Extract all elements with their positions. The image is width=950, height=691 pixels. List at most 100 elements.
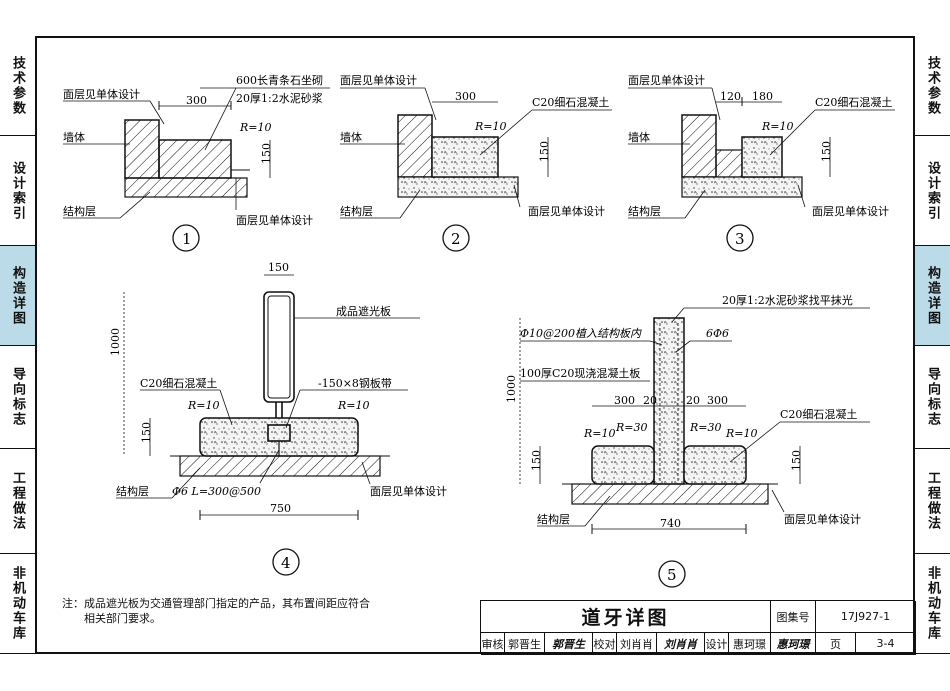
d4-label-r10-right: R=10 — [337, 399, 370, 412]
section-tab-5[interactable]: 工程做法 — [915, 449, 950, 554]
designer-signature: 惠珂璟 — [771, 633, 816, 655]
d3-dim-120: 120 — [720, 90, 741, 103]
page-label: 页 — [816, 633, 856, 655]
section-tab-1[interactable]: 技术参数 — [915, 36, 950, 136]
section-tab-5[interactable]: 工程做法 — [0, 449, 35, 554]
drawing-frame — [35, 36, 915, 654]
section-tab-label: 非机动车库 — [925, 566, 940, 641]
section-tab-1[interactable]: 技术参数 — [0, 36, 35, 136]
d5-dim-740: 740 — [660, 517, 681, 530]
d2-label-wall: 墙体 — [340, 130, 362, 144]
d1-label-r10: R=10 — [239, 121, 272, 134]
d4-dim-1000: 1000 — [109, 328, 122, 356]
design-label: 设计 — [705, 633, 729, 655]
section-tab-2[interactable]: 设计索引 — [915, 136, 950, 246]
d2-label-surface-bot: 面层见单体设计 — [528, 204, 605, 218]
d3-label-wall: 墙体 — [628, 130, 650, 144]
section-tab-label: 工程做法 — [925, 471, 940, 531]
d4-label-board: 成品遮光板 — [336, 304, 391, 318]
d5-label-slab: 100厚C20现浇混凝土板 — [520, 366, 640, 380]
d3-label-surface-bot: 面层见单体设计 — [812, 204, 889, 218]
d2-number: 2 — [451, 230, 461, 248]
section-tab-label: 设计索引 — [10, 160, 25, 221]
d3-label-struct: 结构层 — [628, 204, 661, 218]
d2-label-struct: 结构层 — [340, 204, 373, 218]
d1-label-struct: 结构层 — [63, 204, 96, 218]
d1-label-wall: 墙体 — [63, 130, 85, 144]
d5-dim-150-right: 150 — [790, 450, 803, 471]
d5-label-r10-left: R=10 — [583, 427, 616, 440]
d1-number: 1 — [182, 230, 192, 248]
d2-dim-300: 300 — [455, 90, 476, 103]
d5-dim-1000: 1000 — [505, 375, 518, 403]
section-tab-6[interactable]: 非机动车库 — [0, 554, 35, 654]
d1-label-surface-top: 面层见单体设计 — [63, 87, 140, 101]
d1-dim-300: 300 — [186, 94, 207, 107]
d5-label-surface: 面层见单体设计 — [784, 512, 861, 526]
reviewer-name: 郭晋生 — [505, 633, 545, 655]
title-block: 道牙详图 图集号 17J927-1 审核 郭晋生 郭晋生 校对 刘肖肖 刘肖肖 … — [480, 600, 916, 655]
d4-label-anchor: Φ6 L=300@500 — [172, 485, 261, 498]
d5-label-mortar: 20厚1:2水泥砂浆找平抹光 — [722, 293, 853, 307]
detail-3: 120 180 150 面层见单体设计 C20细石混凝土 墙体 R=10 结构层… — [628, 73, 895, 252]
d3-label-surface-top: 面层见单体设计 — [628, 73, 705, 87]
atlas-label: 图集号 — [771, 601, 816, 633]
d4-number: 4 — [281, 554, 291, 572]
drawing-note: 注：成品遮光板为交通管理部门指定的产品，其布置间距应符合 相关部门要求。 — [62, 596, 370, 626]
section-tab-label: 导向标志 — [925, 367, 940, 427]
designer-name: 惠珂璟 — [729, 633, 771, 655]
d4-label-surface: 面层见单体设计 — [370, 484, 447, 498]
section-tab-label: 工程做法 — [10, 471, 25, 531]
page-number: 3-4 — [856, 633, 916, 655]
d5-label-concrete: C20细石混凝土 — [780, 407, 857, 421]
section-tab-label: 技术参数 — [10, 55, 25, 116]
d5-label-bar: Φ10@200植入结构板内 — [520, 327, 642, 340]
d4-dim-750: 750 — [270, 502, 291, 515]
section-tab-3[interactable]: 构造详图 — [0, 246, 35, 346]
section-tab-label: 构造详图 — [925, 265, 940, 326]
check-label: 校对 — [593, 633, 617, 655]
d5-label-r30-right: R=30 — [689, 421, 722, 434]
detail-4: 150 1000 150 成品遮光板 C20细石混凝土 -150×8钢板带 R=… — [109, 261, 447, 576]
detail-2: 300 150 面层见单体设计 C20细石混凝土 墙体 R=10 结构层 面层见… — [340, 73, 612, 252]
d5-number: 5 — [667, 566, 677, 584]
detail-5: 300 20 20 300 1000 150 150 20厚1:2水泥砂浆找平抹… — [505, 293, 870, 588]
d4-dim-150-top: 150 — [268, 261, 289, 274]
d1-label-surface-bot: 面层见单体设计 — [236, 213, 313, 227]
section-tab-4[interactable]: 导向标志 — [0, 346, 35, 449]
d4-dim-150: 150 — [140, 422, 153, 443]
d3-label-concrete: C20细石混凝土 — [815, 95, 892, 109]
section-tab-6[interactable]: 非机动车库 — [915, 554, 950, 654]
d5-dim-20-left: 20 — [643, 394, 657, 407]
d2-label-r10: R=10 — [474, 120, 507, 133]
d1-label-stone: 600长青条石坐砌 — [236, 73, 323, 87]
section-tab-label: 非机动车库 — [10, 566, 25, 641]
section-tab-4[interactable]: 导向标志 — [915, 346, 950, 449]
reviewer-signature: 郭晋生 — [545, 633, 593, 655]
d3-dim-150: 150 — [820, 141, 833, 162]
d4-label-concrete: C20细石混凝土 — [140, 376, 217, 390]
section-tab-label: 技术参数 — [925, 55, 940, 116]
section-tab-label: 构造详图 — [10, 265, 25, 326]
d5-dim-300-left: 300 — [614, 394, 635, 407]
checker-signature: 刘肖肖 — [657, 633, 705, 655]
d4-label-steel: -150×8钢板带 — [318, 376, 392, 390]
atlas-number: 17J927-1 — [816, 601, 916, 633]
section-tab-3[interactable]: 构造详图 — [915, 246, 950, 346]
d2-label-surface-top: 面层见单体设计 — [340, 73, 417, 87]
d5-label-6phi6: 6Φ6 — [706, 327, 729, 340]
d4-label-struct: 结构层 — [116, 484, 149, 498]
d2-label-concrete: C20细石混凝土 — [532, 95, 609, 109]
d1-label-mortar: 20厚1:2水泥砂浆 — [236, 91, 323, 105]
section-tab-2[interactable]: 设计索引 — [0, 136, 35, 246]
d5-label-r10-right: R=10 — [725, 427, 758, 440]
section-tab-label: 设计索引 — [925, 160, 940, 221]
drawing-title: 道牙详图 — [481, 601, 771, 633]
note-line-1: 注：成品遮光板为交通管理部门指定的产品，其布置间距应符合 — [62, 597, 370, 610]
d5-label-struct: 结构层 — [537, 512, 570, 526]
d3-label-r10: R=10 — [761, 120, 794, 133]
d2-dim-150: 150 — [538, 141, 551, 162]
d1-dim-150: 150 — [260, 143, 273, 164]
note-line-2: 相关部门要求。 — [84, 612, 161, 625]
